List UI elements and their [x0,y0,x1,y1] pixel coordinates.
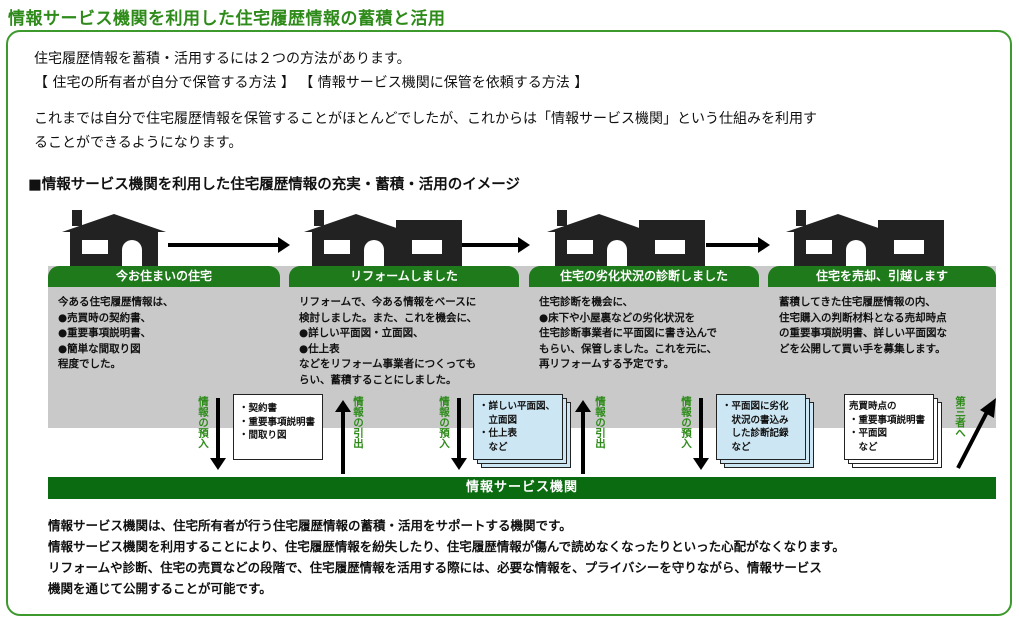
arrow-right-3 [706,237,770,253]
arrow-diagonal-third-party [956,398,996,469]
arrow-right-2 [462,237,530,253]
stage-text-diagnosis: 住宅診断を機会に、●床下や小屋裏などの劣化状況を住宅診断事業者に平面図に書き込ん… [539,296,718,370]
arrow-right-1 [168,237,290,253]
stage-text-reform: リフォームで、今ある情報をベースに検討しました。また、これを機会に、●詳しい平面… [299,296,478,386]
stage-text-sale: 蓄積してきた住宅履歴情報の内、住宅購入の判断材料となる売却時点の重要事項説明書、… [779,296,947,355]
intro-line-4: ることができるようになります。 [34,135,243,151]
house-icon-current [62,210,166,266]
arrow-down-deposit-2 [451,398,467,470]
label-third-party: 第三者へ [954,396,966,438]
label-withdraw-2: 情報の引出 [594,396,606,449]
house-icon-reformed [304,210,462,266]
section-heading: ■情報サービス機関を利用した住宅履歴情報の充実・蓄積・活用のイメージ [28,177,520,193]
footer-line-4: 機関を通じて公開することが可能です。 [48,581,272,596]
footer-line-1: 情報サービス機関は、住宅所有者が行う住宅履歴情報の蓄積・活用をサポートする機関で… [48,518,572,533]
stage-text-current: 今ある住宅履歴情報は、●売買時の契約書、●重要事項説明書、●簡単な間取り図程度で… [58,296,174,370]
page-title: 情報サービス機関を利用した住宅履歴情報の蓄積と活用 [8,9,446,29]
doc-stack-3: ・平面図に劣化 状況の書込み した診断記録 など [716,394,816,470]
doc-stack-4: 売買時点の・重要事項説明書・平面図 など [844,394,944,470]
label-deposit-3: 情報の預入 [680,396,692,449]
arrow-down-deposit-3 [693,398,709,470]
doc-stack-2: ・詳しい平面図、 立面図・仕上表 など [473,394,573,470]
intro-line-2: 【 住宅の所有者が自分で保管する方法 】 【 情報サービス機関に保管を依頼する方… [34,75,589,91]
intro-line-3: これまでは自分で住宅履歴情報を保管することがほとんどでしたが、これからは「情報サ… [34,111,818,127]
footer-line-3: リフォームや診断、住宅の売買などの段階で、住宅履歴情報を活用する際には、必要な情… [48,560,822,575]
arrow-down-deposit-1 [210,398,226,470]
arrow-up-withdraw-2 [575,400,591,474]
footer-line-2: 情報サービス機関を利用することにより、住宅履歴情報を紛失したり、住宅履歴情報が傷… [48,539,845,554]
stage-title-reform: リフォームしました [289,266,519,287]
stage-title-current: 今お住まいの住宅 [48,266,280,287]
info-service-bar: 情報サービス機関 [48,477,996,499]
arrow-up-withdraw-1 [335,400,351,474]
stage-title-sale: 住宅を売却、引越します [768,266,996,287]
intro-line-1: 住宅履歴情報を蓄積・活用するには２つの方法があります。 [34,51,411,67]
house-icon-diagnosed [547,210,705,266]
stage-title-diagnosis: 住宅の劣化状況の診断しました [529,266,759,287]
label-deposit-1: 情報の預入 [197,396,209,449]
house-icon-sold [786,210,944,266]
label-deposit-2: 情報の預入 [438,396,450,449]
label-withdraw-1: 情報の引出 [352,396,364,449]
doc-stack-1: ・契約書・重要事項説明書・間取り図 [233,394,329,466]
